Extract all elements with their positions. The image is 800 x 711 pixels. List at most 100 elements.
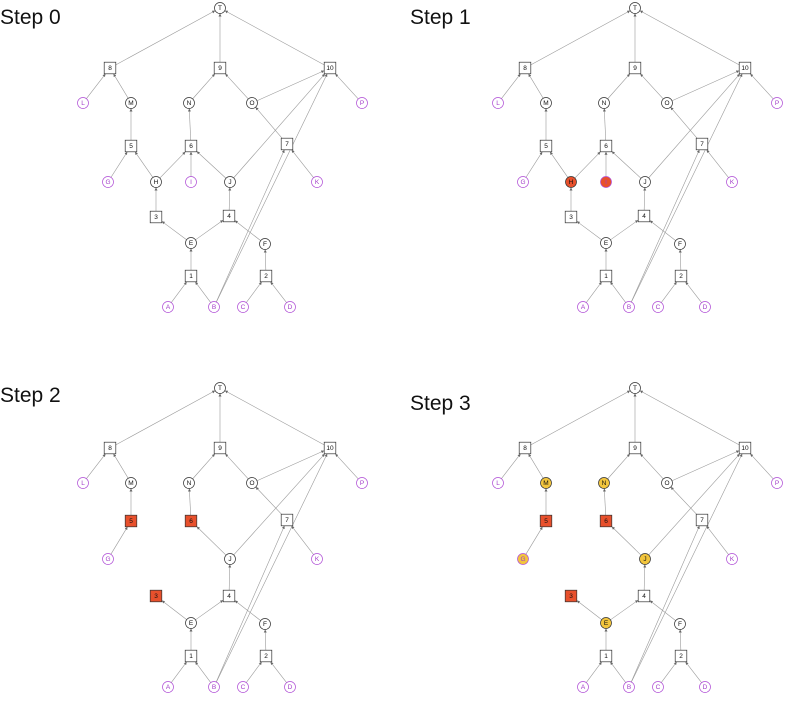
node-label: N bbox=[187, 100, 192, 107]
node-label: F bbox=[678, 241, 682, 248]
edge-2-to-F bbox=[678, 629, 682, 651]
variable-node-F: F bbox=[674, 618, 686, 630]
variable-node-G: G bbox=[517, 553, 529, 565]
factor-node-4: 4 bbox=[222, 209, 236, 223]
node-square bbox=[184, 269, 198, 283]
edge-B-to-7 bbox=[215, 149, 285, 303]
node-circle bbox=[661, 97, 673, 109]
node-circle bbox=[639, 553, 651, 565]
node-label: 5 bbox=[544, 518, 548, 525]
node-label: K bbox=[315, 556, 320, 563]
edge-E-to-4 bbox=[195, 599, 224, 621]
factor-node-1: 1 bbox=[599, 649, 613, 663]
factor-node-4: 4 bbox=[637, 209, 651, 223]
node-label: D bbox=[703, 304, 708, 311]
variable-node-D: D bbox=[284, 301, 296, 313]
node-square bbox=[184, 649, 198, 663]
node-circle bbox=[246, 477, 258, 489]
edge-10-to-T bbox=[639, 390, 740, 446]
node-square bbox=[124, 139, 138, 153]
variable-node-M: M bbox=[125, 477, 137, 489]
node-label: L bbox=[81, 100, 85, 107]
node-square bbox=[213, 441, 227, 455]
edge-B-to-1 bbox=[195, 661, 211, 683]
node-circle bbox=[623, 301, 635, 313]
node-label: 6 bbox=[189, 518, 193, 525]
node-circle bbox=[356, 477, 368, 489]
node-label: 7 bbox=[285, 517, 289, 524]
factor-node-10: 10 bbox=[323, 441, 337, 455]
node-label: B bbox=[627, 684, 631, 691]
node-circle bbox=[237, 301, 249, 313]
factor-node-8: 8 bbox=[518, 61, 532, 75]
variable-node-J: J bbox=[224, 553, 236, 565]
node-square bbox=[628, 61, 642, 75]
variable-node-B: B bbox=[208, 681, 220, 693]
variable-node-I: I bbox=[600, 176, 612, 188]
factor-node-3: 3 bbox=[149, 210, 163, 224]
variable-node-C: C bbox=[237, 681, 249, 693]
edges bbox=[501, 10, 774, 303]
node-label: 2 bbox=[264, 653, 268, 660]
factor-node-9: 9 bbox=[213, 441, 227, 455]
variable-node-I: I bbox=[185, 176, 197, 188]
variable-node-O: O bbox=[246, 477, 258, 489]
node-circle bbox=[577, 301, 589, 313]
factor-node-7: 7 bbox=[280, 513, 294, 527]
edge-N-to-9 bbox=[192, 453, 216, 480]
node-label: N bbox=[602, 480, 607, 487]
edge-E-to-3 bbox=[576, 221, 602, 240]
edge-7-to-O bbox=[670, 486, 697, 515]
factor-node-9: 9 bbox=[628, 441, 642, 455]
variable-node-D: D bbox=[284, 681, 296, 693]
variable-node-H: H bbox=[150, 176, 162, 188]
edge-8-to-T bbox=[115, 10, 216, 66]
node-label: M bbox=[128, 100, 133, 107]
node-square bbox=[674, 649, 688, 663]
node-circle bbox=[259, 618, 271, 630]
edge-C-to-2 bbox=[661, 281, 677, 303]
node-circle bbox=[284, 681, 296, 693]
node-square bbox=[695, 137, 709, 151]
node-label: M bbox=[543, 480, 548, 487]
variable-node-E: E bbox=[600, 237, 612, 249]
node-label: 2 bbox=[679, 653, 683, 660]
edge-6-to-N bbox=[187, 108, 192, 141]
factor-node-8: 8 bbox=[103, 441, 117, 455]
node-label: B bbox=[627, 304, 631, 311]
node-square bbox=[599, 139, 613, 153]
node-circle bbox=[639, 176, 651, 188]
node-label: 1 bbox=[604, 653, 608, 660]
node-square bbox=[637, 209, 651, 223]
node-label: O bbox=[664, 480, 669, 487]
node-label: N bbox=[187, 480, 192, 487]
variable-node-P: P bbox=[771, 477, 783, 489]
variable-node-A: A bbox=[577, 301, 589, 313]
edge-E-to-3 bbox=[576, 600, 602, 620]
variable-node-G: G bbox=[102, 553, 114, 565]
variable-node-C: C bbox=[652, 681, 664, 693]
node-label: O bbox=[249, 480, 254, 487]
variable-node-C: C bbox=[237, 301, 249, 313]
edge-A-to-1 bbox=[586, 281, 602, 303]
factor-node-10: 10 bbox=[738, 61, 752, 75]
node-label: A bbox=[166, 684, 171, 691]
edge-J-to-10 bbox=[233, 453, 325, 556]
factor-node-7: 7 bbox=[695, 513, 709, 527]
node-circle bbox=[311, 176, 323, 188]
node-square bbox=[564, 589, 578, 603]
factor-node-3: 3 bbox=[564, 589, 578, 603]
node-label: 4 bbox=[227, 213, 231, 220]
node-label: P bbox=[360, 480, 364, 487]
node-circle bbox=[185, 176, 197, 188]
edge-2-to-F bbox=[263, 249, 267, 271]
edge-J-to-6 bbox=[196, 526, 227, 556]
node-label: 6 bbox=[604, 143, 608, 150]
variable-node-L: L bbox=[492, 477, 504, 489]
edge-J-to-6 bbox=[196, 151, 227, 179]
node-label: E bbox=[604, 240, 609, 247]
